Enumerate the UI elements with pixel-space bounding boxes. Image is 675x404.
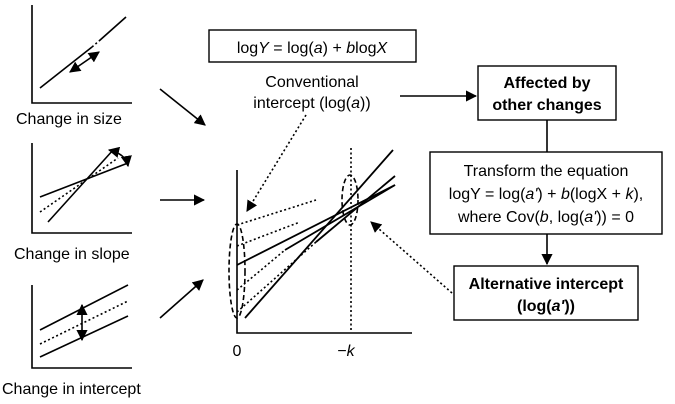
extension-dotted-3 — [236, 241, 317, 313]
tick-zero: 0 — [233, 343, 242, 360]
panel-change-in-slope: Change in slope — [14, 143, 132, 263]
size-line-solid-lower — [39, 46, 93, 89]
slope-line-shallow — [39, 162, 129, 198]
size-panel-label: Change in size — [16, 111, 122, 128]
transform-line1: Transform the equation — [464, 163, 629, 180]
affected-box: Affected by other changes — [477, 65, 617, 121]
intercept-line-lower — [39, 315, 129, 358]
affected-line1: Affected by — [503, 75, 590, 92]
size-double-arrow — [69, 51, 100, 73]
conventional-line1: Conventional — [265, 74, 358, 91]
size-panel-axes — [31, 5, 132, 104]
conventional-intercept-ellipse — [228, 223, 246, 319]
regression-line-a — [236, 184, 396, 266]
intercept-line-dotted — [39, 300, 129, 345]
arrow-size-to-plot — [159, 88, 206, 126]
transform-line3: where Cov(b, log(a')) = 0 — [457, 209, 634, 226]
slope-line-dotted — [39, 157, 119, 213]
equation-box: logY = log(a) + blogX — [208, 29, 417, 63]
regression-line-d — [315, 175, 396, 243]
slope-line-steep — [47, 148, 115, 223]
size-line-solid-upper — [98, 16, 127, 42]
transform-line2: logY = log(a') + b(logX + k), — [449, 186, 643, 203]
extension-dotted-4 — [236, 221, 301, 247]
panel-change-in-size: Change in size — [16, 5, 132, 128]
regression-line-c — [284, 184, 396, 251]
arrow-intercept-to-plot — [159, 279, 204, 319]
equation-box-frame — [208, 29, 417, 63]
equation-text: logY = log(a) + blogX — [237, 40, 389, 57]
regression-line-b — [244, 149, 394, 319]
alternative-box: Alternative intercept (log(a')) — [453, 265, 639, 321]
alternative-intercept-ellipse — [341, 174, 359, 226]
affected-box-frame — [477, 65, 617, 121]
slope-panel-axes — [31, 143, 132, 234]
alternative-line1: Alternative intercept — [469, 276, 624, 293]
size-line-dotted-gap — [91, 40, 100, 48]
central-plot: 0 −k — [228, 148, 412, 360]
slope-panel-label: Change in slope — [14, 246, 130, 263]
intercept-panel-axes — [31, 285, 132, 369]
alternative-box-frame — [453, 265, 639, 321]
alternative-line2: (log(a')) — [517, 298, 575, 315]
intercept-panel-label: Change in intercept — [2, 381, 141, 398]
transform-box-frame — [429, 151, 663, 235]
conventional-line2: intercept (log(a)) — [253, 95, 370, 112]
affected-line2: other changes — [492, 97, 601, 114]
tick-minus-k: −k — [337, 343, 355, 360]
arrow-conventional-to-intercept — [246, 114, 307, 212]
conventional-intercept-label: Conventional intercept (log(a)) — [253, 74, 370, 112]
panel-change-in-intercept: Change in intercept — [2, 284, 141, 398]
extension-dotted-1 — [236, 199, 317, 226]
slope-rotation-arrow — [107, 146, 132, 168]
transform-box: Transform the equation logY = log(a') + … — [429, 151, 663, 235]
intercept-line-upper — [39, 284, 129, 331]
